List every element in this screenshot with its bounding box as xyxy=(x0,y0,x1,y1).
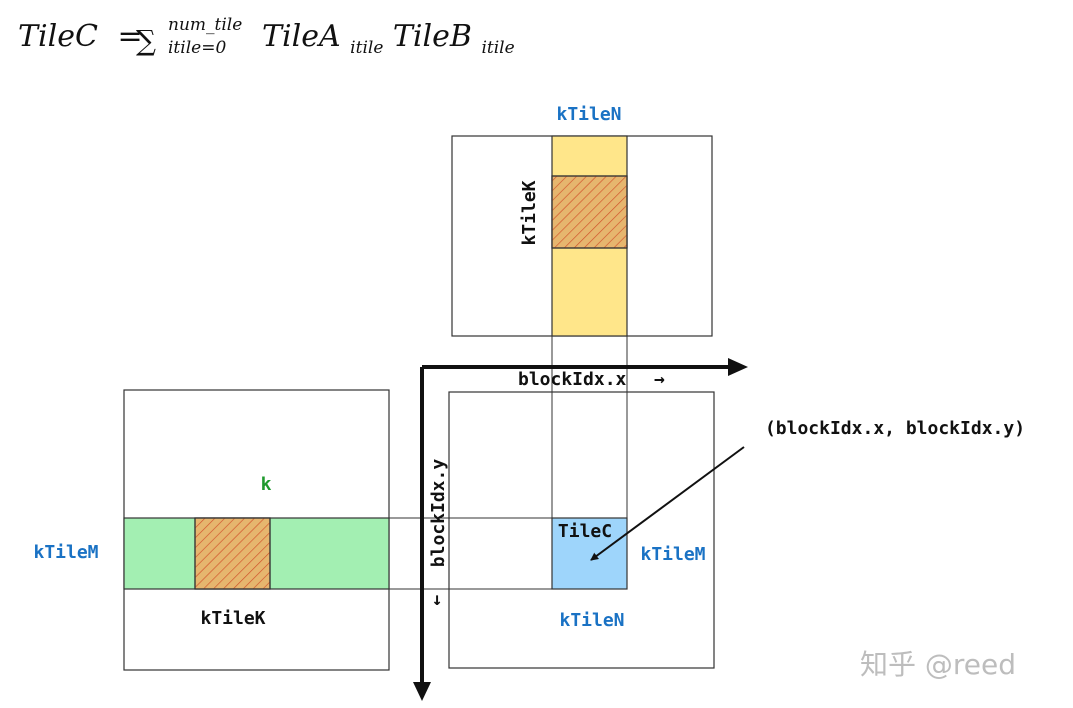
matrix-a-side-label: kTileM xyxy=(33,542,98,563)
matrix-b-top-label: kTileN xyxy=(556,104,621,125)
block-index-annotation: (blockIdx.x, blockIdx.y) xyxy=(590,418,1025,561)
tile-c-label: TileC xyxy=(558,521,612,542)
matrix-b: kTileN kTileK xyxy=(451,104,713,337)
formula-tile-a-sub: itile xyxy=(350,38,383,58)
sum-upper-limit: num_tile xyxy=(168,15,242,35)
formula-tile-b: TileB xyxy=(393,19,472,54)
matrix-c-right-label: kTileM xyxy=(640,544,705,565)
block-axes: blockIdx.x → blockIdx.y ↓ xyxy=(413,358,748,701)
axis-y-label: blockIdx.y xyxy=(428,459,449,568)
matrix-a: k kTileM kTileK xyxy=(33,389,390,671)
sum-symbol: ∑ xyxy=(136,24,156,57)
matrix-a-k-label: k xyxy=(261,474,272,495)
formula-tile-b-sub: itile xyxy=(481,38,514,58)
matrix-a-bottom-label: kTileK xyxy=(200,608,265,629)
sum-lower-limit: itile=0 xyxy=(168,38,226,58)
matrix-b-side-label: kTileK xyxy=(519,180,540,245)
annotation-text: (blockIdx.x, blockIdx.y) xyxy=(765,418,1025,439)
annotation-arrow xyxy=(590,446,745,561)
formula-tile-a: TileA xyxy=(262,19,341,54)
watermark: 知乎 @reed xyxy=(860,648,1016,681)
axis-x-direction-arrow: → xyxy=(654,369,665,390)
svg-text:TileA itile TileB: TileA itile TileB itile xyxy=(262,19,515,61)
matrix-c-bottom-label: kTileN xyxy=(559,610,624,631)
svg-text:TileC =: TileC = xyxy=(18,19,143,54)
axis-y-direction-arrow: ↓ xyxy=(432,589,443,610)
matrix-c: TileC kTileM kTileN xyxy=(448,391,715,669)
axis-y-arrowhead xyxy=(413,682,431,701)
formula-lhs: TileC xyxy=(18,19,98,54)
tile-c xyxy=(551,517,628,590)
matrix-b-tile-hatch xyxy=(551,175,628,249)
matrix-a-tile-hatch xyxy=(194,517,271,590)
matrix-c-box xyxy=(448,391,715,669)
formula: TileC = ∑ num_tile itile=0 TileA itile T… xyxy=(18,15,515,61)
axis-x-label: blockIdx.x xyxy=(518,369,627,390)
formula-equals: = xyxy=(117,19,142,54)
axis-x-arrowhead xyxy=(728,358,748,376)
